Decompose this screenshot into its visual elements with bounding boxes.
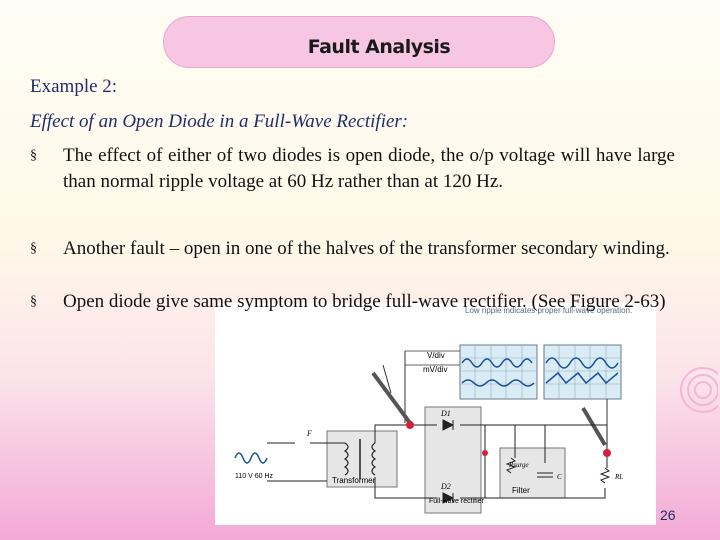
bullet-text: Another fault – open in one of the halve… [63, 238, 670, 259]
probe-dot-mid [482, 450, 488, 456]
rectifier-circuit-diagram: Low ripple indicates proper full-wave op… [234, 306, 632, 514]
slide-subtitle: Effect of an Open Diode in a Full-Wave R… [30, 111, 409, 132]
title-banner: Fault Analysis [163, 16, 555, 68]
example-label: Example 2: [30, 76, 118, 97]
bullet-item: § Open diode give same symptom to bridge… [30, 289, 675, 315]
fuse-label: F [306, 429, 312, 438]
bullet-item: § The effect of either of two diodes is … [30, 143, 675, 195]
bullet-item: § Another fault – open in one of the hal… [30, 236, 675, 262]
source-label: 110 V 60 Hz [235, 473, 274, 480]
cap-label: C [557, 473, 562, 481]
d1-label: D1 [440, 409, 451, 418]
d2-label: D2 [440, 482, 451, 491]
slide-title: Fault Analysis [307, 36, 451, 58]
rsurge-label: Rsurge [508, 461, 529, 469]
probe-right [581, 406, 607, 447]
scope-screen-left [459, 344, 538, 400]
diode-d2 [442, 492, 455, 504]
fullwave-label: Full-wave rectifier [429, 498, 485, 505]
probe-dot-right [603, 449, 611, 457]
mvdiv-label: mV/div [423, 365, 447, 374]
bullet-marker: § [30, 148, 37, 163]
decorative-swirl-icon [680, 367, 718, 413]
rl-label: RL [614, 473, 623, 481]
diode-d1 [442, 419, 455, 431]
ac-source-wave [234, 452, 268, 464]
scope-screen-right [543, 344, 622, 400]
filter-label: Filter [512, 486, 530, 495]
page-number: 26 [660, 507, 676, 523]
bullet-text: Open diode give same symptom to bridge f… [63, 291, 666, 312]
transformer-label: Transformer [332, 476, 376, 485]
bullet-text: The effect of either of two diodes is op… [63, 145, 675, 192]
transformer-block [326, 430, 398, 488]
rectifier-figure: Low ripple indicates proper full-wave op… [215, 303, 656, 525]
vdiv-label: V/div [427, 351, 445, 360]
caption-left: Low ripple indicates proper full-wave op… [465, 306, 632, 315]
probe-left [371, 371, 412, 425]
bullet-marker: § [30, 241, 37, 256]
probe-dot-left [406, 421, 414, 429]
bullet-marker: § [30, 294, 37, 309]
filter-block [499, 447, 566, 499]
